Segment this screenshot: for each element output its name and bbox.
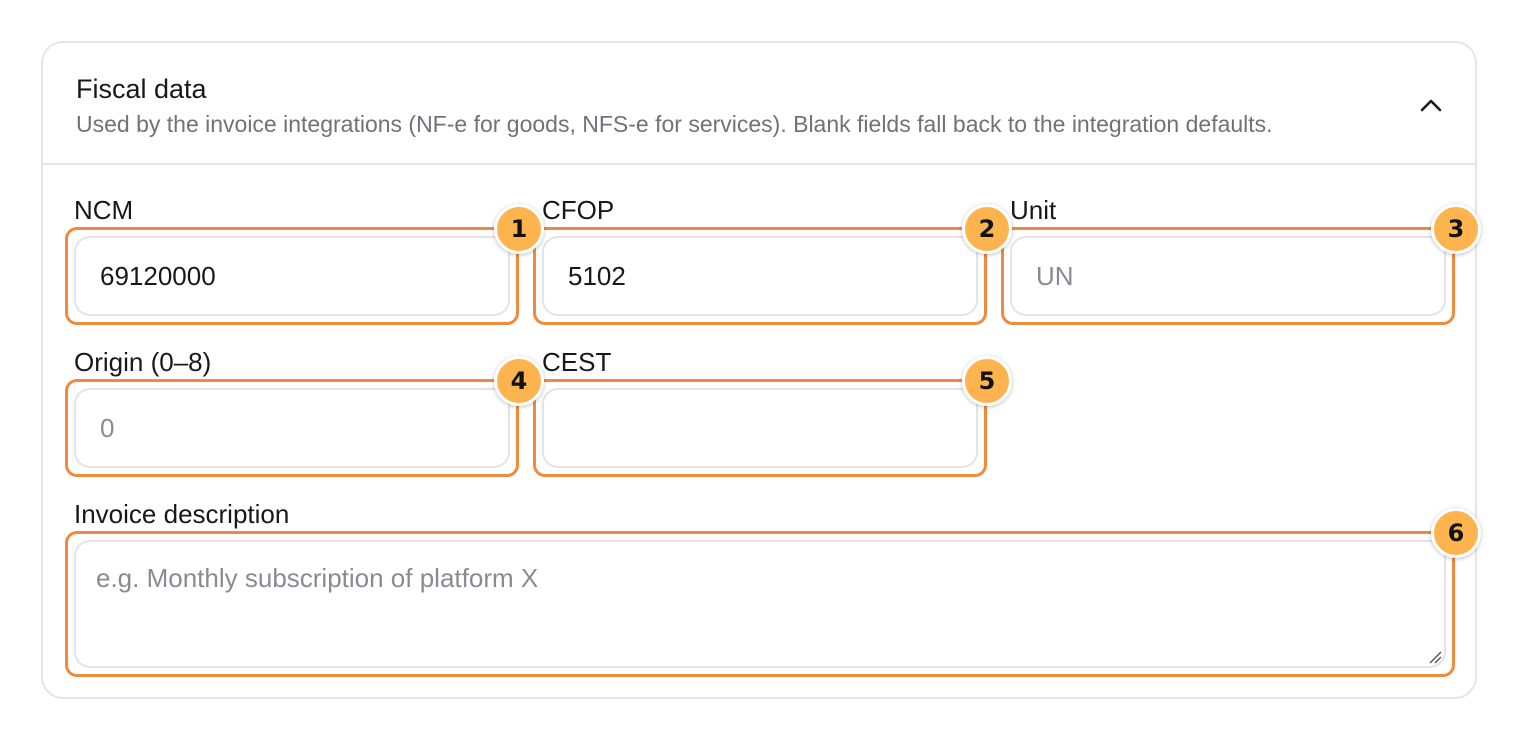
cfop-input[interactable] bbox=[542, 236, 978, 316]
annotation-badge-3: 3 bbox=[1431, 204, 1481, 254]
section-title: Fiscal data bbox=[76, 74, 207, 104]
unit-label: Unit bbox=[1010, 195, 1057, 225]
cfop-label: CFOP bbox=[542, 195, 615, 225]
ncm-input[interactable] bbox=[74, 236, 510, 316]
annotation-badge-6: 6 bbox=[1431, 508, 1481, 558]
fiscal-data-header[interactable]: Fiscal data Used by the invoice integrat… bbox=[43, 43, 1475, 165]
cest-input[interactable] bbox=[542, 388, 978, 468]
origin-input[interactable] bbox=[74, 388, 510, 468]
annotation-badge-5: 5 bbox=[962, 356, 1012, 406]
chevron-up-icon bbox=[1419, 97, 1443, 118]
section-subtitle: Used by the invoice integrations (NF-e f… bbox=[76, 111, 1273, 137]
ncm-label: NCM bbox=[74, 195, 134, 225]
invoice-description-label: Invoice description bbox=[74, 499, 290, 529]
annotation-badge-4: 4 bbox=[494, 356, 544, 406]
invoice-description-textarea[interactable] bbox=[74, 540, 1446, 668]
annotation-badge-2: 2 bbox=[962, 204, 1012, 254]
origin-label: Origin (0–8) bbox=[74, 347, 212, 377]
annotation-badge-1: 1 bbox=[494, 204, 544, 254]
collapse-button[interactable] bbox=[1411, 87, 1451, 127]
unit-input[interactable] bbox=[1010, 236, 1446, 316]
resize-grip-icon[interactable] bbox=[1428, 650, 1442, 664]
cest-label: CEST bbox=[542, 347, 612, 377]
